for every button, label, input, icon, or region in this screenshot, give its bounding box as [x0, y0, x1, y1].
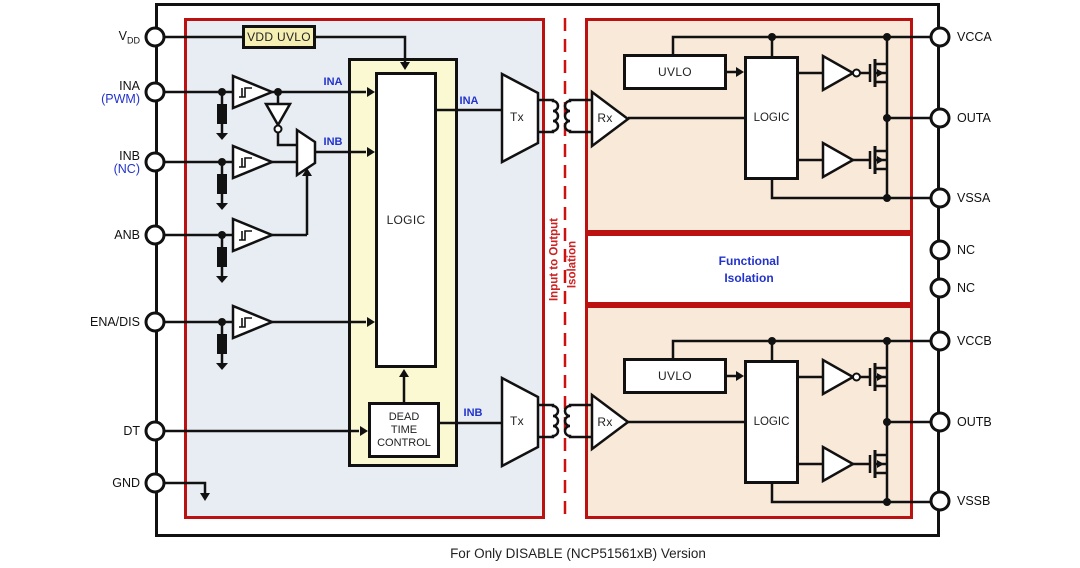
pin-label-inb: INB (NC) — [40, 150, 140, 176]
functional-isolation-label-line2: Isolation — [724, 270, 774, 285]
signal-label-inb-internal: INB — [323, 136, 343, 148]
input-side-wiring — [163, 35, 502, 493]
output-logic-b-label: LOGIC — [753, 416, 790, 428]
dead-time-label-line3: CONTROL — [377, 436, 431, 449]
rx-b-shape — [590, 392, 631, 452]
tx-a-shape — [500, 71, 540, 165]
signal-label-inb-channel: INB — [463, 407, 483, 419]
ena-dis-schmitt-buffer — [231, 304, 274, 340]
ina-inverter — [263, 102, 293, 134]
tx-b-shape — [500, 375, 540, 469]
pin-label-vcca: VCCA — [957, 30, 992, 44]
rx-b-label: Rx — [597, 415, 613, 429]
driver-buffers-b — [821, 358, 861, 483]
input-logic-label: LOGIC — [386, 213, 426, 227]
diagram-caption: For Only DISABLE (NCP51561xB) Version — [450, 546, 706, 561]
functional-isolation-label-line1: Functional — [718, 253, 780, 268]
isolation-rotated-label-line2: Isolation — [566, 240, 579, 289]
vdd-uvlo-label: VDD UVLO — [247, 30, 311, 44]
rx-a-label: Rx — [597, 111, 613, 125]
vdd-uvlo-block: VDD UVLO — [242, 25, 316, 49]
pin-label-ena-dis: ENA/DIS — [89, 315, 140, 329]
uvlo-b-label: UVLO — [658, 369, 692, 383]
pin-label-ina: INA (PWM) — [40, 80, 140, 106]
uvlo-a-block: UVLO — [623, 54, 727, 90]
output-logic-a-label: LOGIC — [753, 112, 790, 124]
pin-note-pwm: (PWM) — [101, 92, 140, 106]
rx-a-shape — [590, 89, 631, 149]
uvlo-b-block: UVLO — [623, 358, 727, 394]
tx-b-label: Tx — [510, 414, 524, 428]
signal-label-ina-channel: INA — [459, 95, 479, 107]
dead-time-label-line2: TIME — [390, 423, 418, 436]
output-logic-a-block: LOGIC — [744, 56, 799, 180]
signal-label-ina-internal: INA — [323, 76, 343, 88]
transformer-b — [538, 403, 592, 439]
transformer-a — [538, 98, 592, 134]
driver-buffers-a — [821, 54, 861, 179]
pin-label-outa: OUTA — [957, 111, 991, 125]
input-logic-block: LOGIC — [375, 72, 437, 368]
dead-time-control-block: DEAD TIME CONTROL — [368, 402, 440, 458]
pin-label-dt: DT — [123, 424, 140, 438]
pin-label-nc1: NC — [957, 243, 976, 257]
pin-label-vccb: VCCB — [957, 334, 992, 348]
input-mux — [295, 127, 317, 178]
pin-label-vssb: VSSB — [957, 494, 991, 508]
output-side-wiring — [628, 35, 932, 504]
pin-label-vssa: VSSA — [957, 191, 991, 205]
pin-label-gnd: GND — [112, 476, 140, 490]
pulldown-resistors — [214, 86, 230, 372]
pin-label-nc2: NC — [957, 281, 976, 295]
pin-label-vdd: VDD — [118, 29, 140, 46]
pin-note-nc: (NC) — [113, 162, 140, 176]
anb-schmitt-buffer — [231, 217, 274, 253]
pin-label-outb: OUTB — [957, 415, 992, 429]
pin-label-anb: ANB — [114, 228, 140, 242]
dead-time-label-line1: DEAD — [388, 410, 420, 423]
uvlo-a-label: UVLO — [658, 65, 692, 79]
tx-a-label: Tx — [510, 110, 524, 124]
isolation-rotated-label-line1: Input to Output — [548, 217, 561, 302]
output-logic-b-block: LOGIC — [744, 360, 799, 484]
functional-isolation-band: Functional Isolation — [585, 233, 913, 305]
inb-schmitt-buffer — [231, 144, 274, 180]
junction-dots — [274, 33, 891, 506]
